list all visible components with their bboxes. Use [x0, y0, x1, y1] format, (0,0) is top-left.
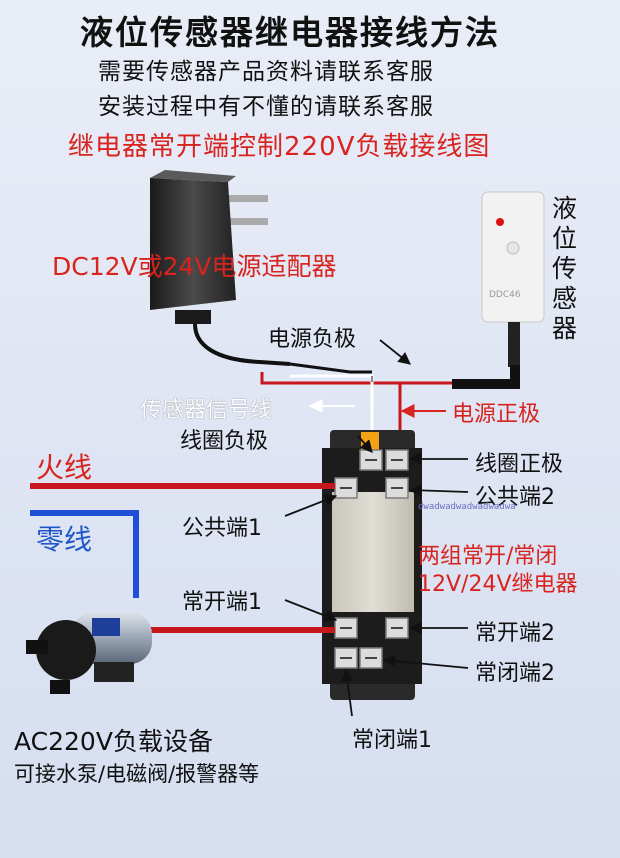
- normally-open-2-label: 常开端2: [475, 621, 555, 646]
- water-pump: [26, 612, 152, 694]
- contact-line-2: 安装过程中有不懂的请联系客服: [98, 94, 434, 120]
- live-wire-label: 火线: [36, 451, 93, 484]
- common-1-label: 公共端1: [182, 516, 262, 541]
- power-positive-label: 电源正极: [452, 402, 541, 427]
- page-title: 液位传感器继电器接线方法: [80, 13, 500, 52]
- neutral-wire-label: 零线: [36, 523, 93, 556]
- sensor-label: 液位传感器: [552, 194, 578, 343]
- load-examples-label: 可接水泵/电磁阀/报警器等: [14, 762, 260, 786]
- watermark: dwadwadwadwadwadwa: [418, 502, 516, 512]
- level-sensor: [481, 191, 545, 367]
- signal-wire-label: 传感器信号线: [140, 398, 273, 423]
- sensor-tag: DDC46: [489, 290, 521, 300]
- neutral-wire: [30, 510, 139, 598]
- normally-open-1-label: 常开端1: [182, 590, 262, 615]
- normally-closed-2-label: 常闭端2: [475, 661, 555, 686]
- contact-line-1: 需要传感器产品资料请联系客服: [98, 59, 434, 85]
- diagram-subtitle: 继电器常开端控制220V负载接线图: [68, 132, 491, 162]
- coil-positive-label: 线圈正极: [475, 452, 564, 477]
- relay-desc-1: 两组常开/常闭: [418, 544, 558, 569]
- common-2-label: 公共端2: [475, 485, 555, 510]
- load-label: AC220V负载设备: [14, 727, 213, 756]
- power-adapter: [150, 170, 291, 366]
- power-negative-label: 电源负极: [268, 327, 357, 352]
- normally-closed-1-label: 常闭端1: [352, 728, 432, 753]
- coil-negative-label: 线圈负极: [180, 429, 269, 454]
- relay: [322, 430, 422, 700]
- adapter-label: DC12V或24V电源适配器: [52, 252, 337, 281]
- relay-desc-2: 12V/24V继电器: [418, 572, 578, 597]
